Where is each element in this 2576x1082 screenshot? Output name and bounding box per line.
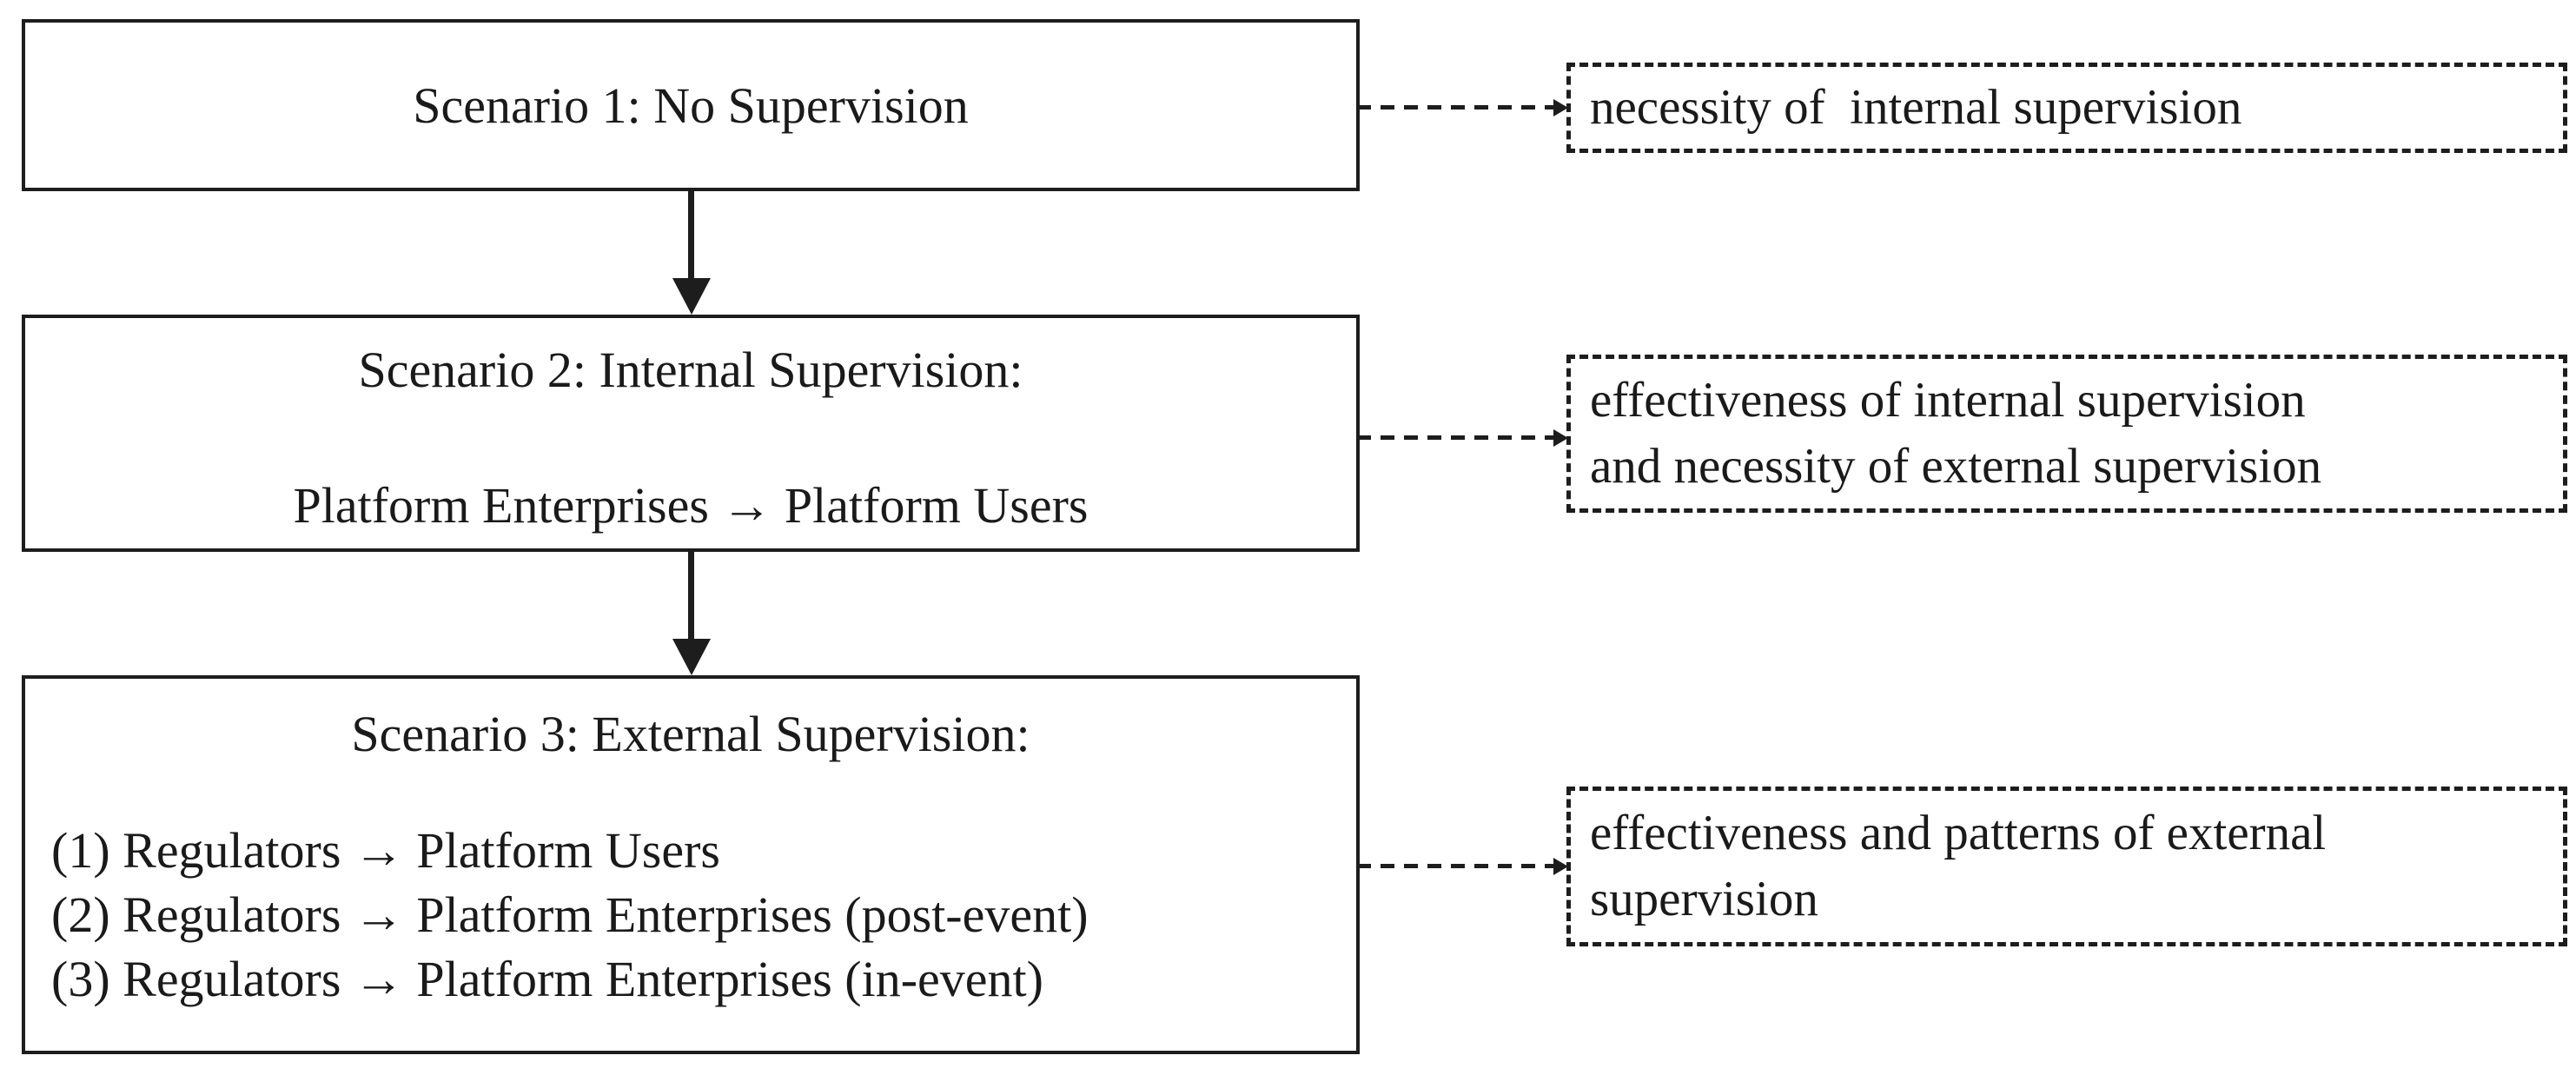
annotation-box-3: effectiveness and patterns of external s… xyxy=(1566,787,2567,946)
scenario-3-title: Scenario 3: External Supervision: xyxy=(351,706,1030,762)
annotation-2-line-1: effectiveness of internal supervision xyxy=(1590,373,2306,428)
scenario-3-relation-2: (2) Regulators → Platform Enterprises (p… xyxy=(51,886,1089,943)
right-arrowhead-icon xyxy=(1553,857,1568,875)
dashed-arrow-1 xyxy=(1357,98,1568,116)
down-arrowhead-icon xyxy=(672,278,711,315)
dashed-arrow-2 xyxy=(1357,428,1568,447)
scenario-2-relation: Platform Enterprises → Platform Users xyxy=(293,477,1089,534)
down-arrow-2 xyxy=(672,552,711,675)
scenario-3-relation-3: (3) Regulators → Platform Enterprises (i… xyxy=(51,951,1043,1007)
scenario-2-box: Scenario 2: Internal Supervision: Platfo… xyxy=(22,315,1360,552)
scenario-1-box: Scenario 1: No Supervision xyxy=(22,19,1360,191)
scenario-3-box: Scenario 3: External Supervision: (1) Re… xyxy=(22,675,1360,1054)
down-arrow-1 xyxy=(672,191,711,315)
annotation-2-line-2: and necessity of external supervision xyxy=(1590,439,2322,494)
annotation-3-line-1: effectiveness and patterns of external xyxy=(1590,806,2327,860)
annotation-3-line-2: supervision xyxy=(1590,872,1818,926)
scenario-3-relation-1: (1) Regulators → Platform Users xyxy=(51,822,720,879)
annotation-1-line-1: necessity of internal supervision xyxy=(1590,80,2242,135)
dashed-arrow-3 xyxy=(1357,857,1568,875)
annotation-box-2: effectiveness of internal supervision an… xyxy=(1566,355,2567,513)
annotation-box-1: necessity of internal supervision xyxy=(1566,63,2567,153)
scenario-3-relations-list: (1) Regulators → Platform Users (2) Regu… xyxy=(25,819,1356,1012)
right-arrowhead-icon xyxy=(1553,428,1568,447)
scenario-1-title: Scenario 1: No Supervision xyxy=(413,76,969,134)
scenario-2-title: Scenario 2: Internal Supervision: xyxy=(358,342,1023,398)
down-arrowhead-icon xyxy=(672,639,711,675)
right-arrowhead-icon xyxy=(1553,98,1568,116)
